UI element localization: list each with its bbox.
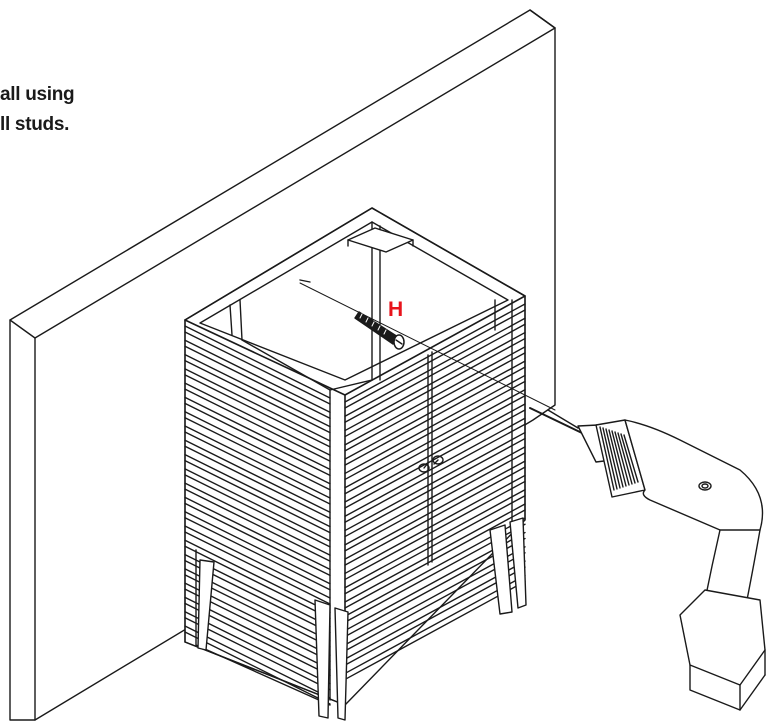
slat-left [185, 540, 330, 612]
slat-front [345, 396, 525, 494]
slat-left [185, 332, 330, 404]
cabinet-slats [185, 304, 525, 704]
chuck-ridge [603, 428, 617, 489]
slat-front [345, 504, 525, 602]
slat-front [345, 490, 525, 588]
slat-left [185, 418, 330, 490]
slat-front [345, 510, 525, 608]
slat-front [345, 375, 525, 473]
slat-front [345, 310, 525, 408]
slat-left [185, 618, 330, 690]
cabinet-legs [198, 518, 526, 720]
slat-left [185, 626, 330, 698]
chuck-ridge [618, 433, 632, 484]
screw-icon [355, 312, 404, 349]
slat-left [185, 632, 330, 704]
slat-left [185, 426, 330, 498]
slat-front [345, 575, 525, 673]
slat-front [345, 567, 525, 665]
slat-front [345, 461, 525, 559]
chuck-ridge [600, 427, 614, 490]
door-knobs [419, 456, 443, 472]
slat-front [345, 367, 525, 465]
alignment-line [300, 283, 555, 410]
slat-front [345, 481, 525, 579]
slat-front [345, 404, 525, 502]
slat-front [345, 581, 525, 679]
slat-front [345, 333, 525, 431]
slat-left [185, 361, 330, 433]
slat-left [185, 375, 330, 447]
slat-front [345, 439, 525, 537]
slat-front [345, 475, 525, 573]
instruction-line-2: ll studs. [0, 114, 70, 135]
slat-left [185, 518, 330, 590]
slat-left [185, 440, 330, 512]
slat-front [345, 381, 525, 479]
instruction-line-1: all using [0, 84, 75, 105]
slat-left [185, 397, 330, 469]
slat-left [185, 432, 330, 504]
slat-left [185, 326, 330, 398]
slat-left [185, 389, 330, 461]
slat-left [185, 455, 330, 527]
slat-front [345, 410, 525, 508]
slat-front [345, 447, 525, 545]
slat-left [185, 340, 330, 412]
slat-front [345, 361, 525, 459]
slat-left [185, 475, 330, 547]
slat-left [185, 546, 330, 618]
slat-left [185, 612, 330, 684]
slat-front [345, 318, 525, 416]
slat-left [185, 346, 330, 418]
slat-front [345, 418, 525, 516]
slat-front [345, 453, 525, 551]
slat-front [345, 347, 525, 445]
slat-left [185, 532, 330, 604]
slat-left [185, 446, 330, 518]
chuck-ridge [621, 434, 635, 483]
slat-left [185, 403, 330, 475]
slat-front [345, 424, 525, 522]
chuck-ridge [609, 430, 623, 487]
chuck-ridge [612, 431, 626, 486]
cabinet-icon [185, 208, 526, 720]
slat-left [185, 412, 330, 484]
slat-left [185, 469, 330, 541]
slat-front [345, 390, 525, 488]
slat-left [185, 497, 330, 569]
slat-front [345, 467, 525, 565]
slat-left [185, 526, 330, 598]
chuck-ridge [615, 432, 629, 485]
slat-front [345, 304, 525, 402]
slat-left [185, 512, 330, 584]
drill-icon [530, 408, 765, 710]
slat-front [345, 324, 525, 422]
chuck-ridge [606, 429, 620, 488]
callout-label-h: H [388, 298, 404, 321]
slat-left [185, 503, 330, 575]
slat-front [345, 353, 525, 451]
slat-left [185, 461, 330, 533]
slat-left [185, 369, 330, 441]
slat-front [345, 433, 525, 531]
slat-left [185, 383, 330, 455]
slat-left [185, 483, 330, 555]
chuck-ridge [624, 435, 638, 482]
slat-front [345, 339, 525, 437]
slat-left [185, 489, 330, 561]
slat-left [185, 355, 330, 427]
slat-front [345, 496, 525, 594]
